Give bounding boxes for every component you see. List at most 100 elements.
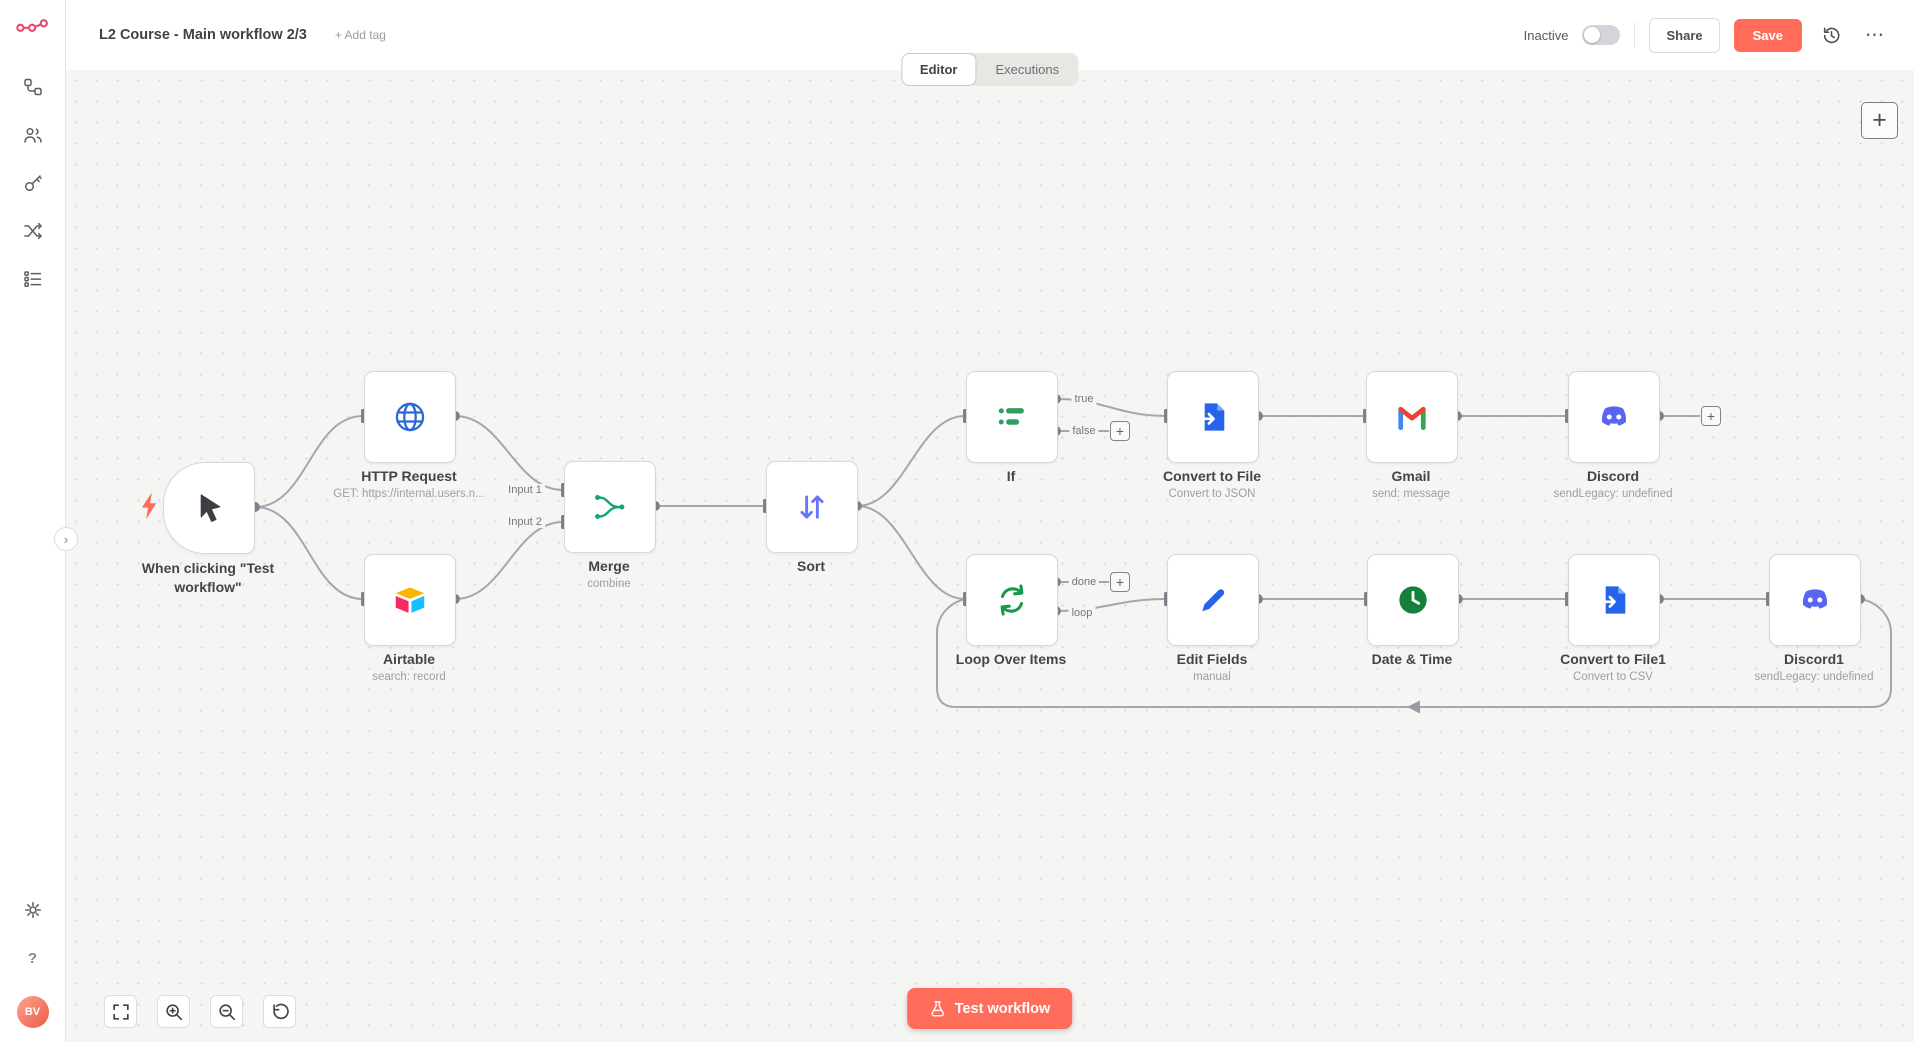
node-label: Convert to File [1162, 468, 1262, 484]
add-tag-button[interactable]: + Add tag [334, 28, 386, 42]
node-box[interactable] [1568, 554, 1660, 646]
add-connection-false-button[interactable]: + [1110, 421, 1130, 441]
pencil-icon [1202, 589, 1225, 612]
node-http-request[interactable]: HTTP Request GET: https://internal.users… [333, 371, 485, 500]
add-connection-discord-button[interactable]: + [1701, 406, 1721, 426]
node-box[interactable] [1367, 554, 1459, 646]
checklist-icon [23, 271, 41, 287]
node-merge[interactable]: Merge combine [564, 461, 656, 590]
reset-zoom-button[interactable] [263, 995, 296, 1028]
wire-label-loop: loop [1068, 607, 1096, 619]
node-box[interactable] [1568, 371, 1660, 463]
node-label: Date & Time [1371, 651, 1453, 667]
help-icon: ? [27, 949, 38, 967]
wire-label-input1: Input 1 [505, 484, 545, 496]
node-if[interactable]: If [966, 371, 1058, 484]
node-convert-to-file[interactable]: Convert to File Convert to JSON [1163, 371, 1261, 500]
wire-label-false: false [1069, 425, 1099, 437]
header-divider [1634, 22, 1636, 48]
reset-zoom-icon [272, 1003, 289, 1019]
loopback-arrow-icon [1407, 700, 1420, 714]
node-sort[interactable]: Sort [766, 461, 858, 574]
node-label: Merge [588, 558, 630, 574]
fit-view-icon [112, 1003, 129, 1020]
node-subtitle: sendLegacy: undefined [1553, 488, 1673, 500]
add-node-button[interactable]: + [1861, 102, 1898, 139]
wire-label-input2: Input 2 [505, 516, 545, 528]
node-box[interactable] [364, 554, 456, 646]
node-subtitle: search: record [372, 671, 446, 683]
node-box[interactable] [966, 554, 1058, 646]
node-label: When clicking "Test workflow" [141, 560, 275, 595]
zoom-out-button[interactable] [210, 995, 243, 1028]
node-gmail[interactable]: Gmail send: message [1366, 371, 1458, 500]
share-button[interactable]: Share [1649, 17, 1720, 53]
tab-editor[interactable]: Editor [900, 53, 977, 86]
node-box[interactable] [1769, 554, 1861, 646]
node-subtitle: sendLegacy: undefined [1754, 671, 1874, 683]
add-connection-done-button[interactable]: + [1110, 572, 1130, 592]
node-edit-fields[interactable]: Edit Fields manual [1167, 554, 1259, 683]
save-button[interactable]: Save [1733, 18, 1802, 52]
sidebar-item-data-transformation[interactable] [13, 211, 53, 251]
discord-icon [1802, 589, 1828, 609]
node-date-time[interactable]: Date & Time [1367, 554, 1459, 667]
node-subtitle: send: message [1372, 488, 1450, 500]
users-icon [23, 127, 42, 143]
workflow-history-button[interactable] [1816, 20, 1846, 50]
zoom-out-icon [218, 1003, 235, 1020]
fit-view-button[interactable] [104, 995, 137, 1028]
node-convert-to-file1[interactable]: Convert to File1 Convert to CSV [1560, 554, 1666, 683]
node-box[interactable] [966, 371, 1058, 463]
node-box[interactable] [766, 461, 858, 553]
node-label: Sort [797, 558, 825, 574]
key-icon [24, 175, 42, 192]
workflows-icon [23, 78, 42, 96]
sidebar-item-users[interactable] [13, 115, 53, 155]
workflow-canvas[interactable]: Input 1 Input 2 true false done loop + +… [65, 70, 1914, 1042]
node-loop-over-items[interactable]: Loop Over Items [956, 554, 1066, 667]
node-subtitle: Convert to CSV [1573, 671, 1653, 683]
node-label: HTTP Request [361, 468, 457, 484]
node-manual-trigger[interactable]: When clicking "Test workflow" [142, 462, 274, 595]
activation-toggle[interactable] [1582, 25, 1621, 45]
sidebar-expand-button[interactable]: › [54, 527, 78, 551]
node-box[interactable] [1167, 554, 1259, 646]
merge-icon [595, 495, 625, 519]
trigger-bolt-icon [141, 492, 157, 520]
node-box[interactable] [1167, 371, 1259, 463]
node-discord1[interactable]: Discord1 sendLegacy: undefined [1755, 554, 1873, 683]
node-box[interactable] [564, 461, 656, 553]
node-box[interactable] [163, 462, 255, 554]
sidebar-item-help[interactable]: ? [13, 938, 53, 978]
test-workflow-button[interactable]: Test workflow [906, 988, 1073, 1029]
sidebar-item-executions[interactable] [13, 259, 53, 299]
file-export-icon [1600, 586, 1626, 614]
node-subtitle: combine [587, 578, 631, 590]
tab-executions[interactable]: Executions [995, 62, 1060, 77]
workflow-title[interactable]: L2 Course - Main workflow 2/3 [99, 27, 307, 43]
zoom-controls [104, 995, 296, 1028]
sidebar-item-credentials[interactable] [13, 163, 53, 203]
file-export-icon [1199, 403, 1225, 431]
zoom-in-icon [165, 1003, 182, 1020]
globe-icon [395, 402, 425, 432]
sidebar-item-settings[interactable] [13, 890, 53, 930]
more-options-button[interactable]: ⋯ [1860, 20, 1890, 50]
history-icon [1823, 27, 1839, 43]
shuffle-icon [23, 222, 42, 240]
sidebar-item-workflows[interactable] [13, 67, 53, 107]
node-box[interactable] [364, 371, 456, 463]
n8n-logo-icon[interactable] [15, 14, 51, 43]
discord-icon [1601, 406, 1627, 426]
node-label: Gmail [1391, 468, 1431, 484]
cursor-icon [200, 494, 221, 522]
activation-status-label: Inactive [1523, 27, 1569, 43]
node-discord[interactable]: Discord sendLegacy: undefined [1554, 371, 1672, 500]
zoom-in-button[interactable] [157, 995, 190, 1028]
node-subtitle: manual [1193, 671, 1231, 683]
node-airtable[interactable]: Airtable search: record [364, 554, 456, 683]
toggle-knob [1584, 27, 1601, 43]
avatar[interactable]: BV [16, 996, 49, 1028]
node-box[interactable] [1366, 371, 1458, 463]
